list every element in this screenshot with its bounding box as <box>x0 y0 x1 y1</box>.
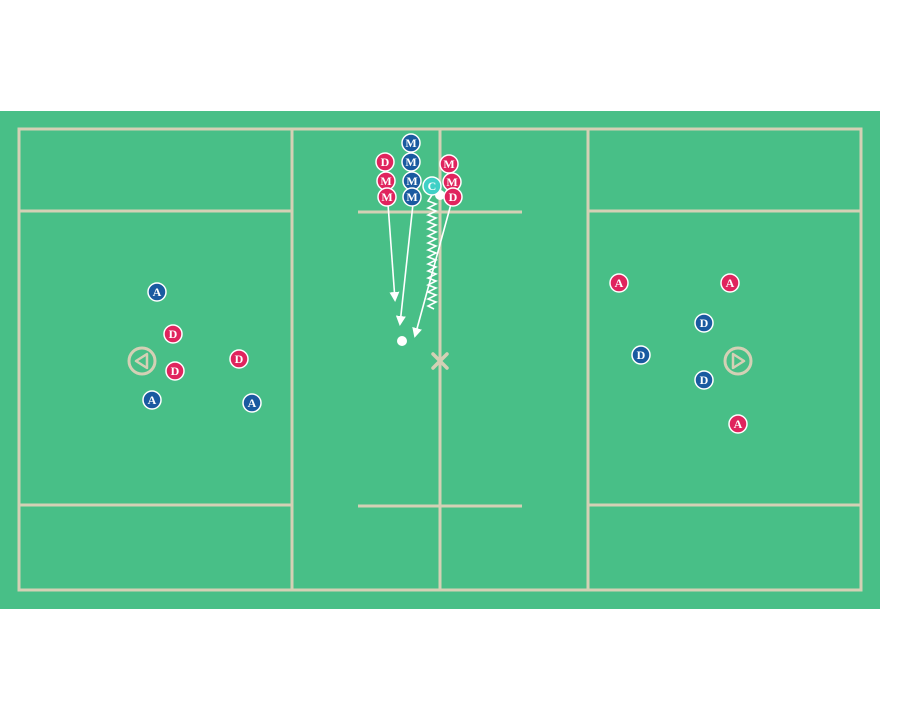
player-circle <box>631 345 651 365</box>
player-marker-red: M <box>442 172 462 192</box>
player-marker-red: A <box>609 273 629 293</box>
player-marker-blue: A <box>147 282 167 302</box>
player-marker-blue: A <box>142 390 162 410</box>
player-letter: A <box>726 276 735 290</box>
player-marker-blue: D <box>631 345 651 365</box>
player-circle <box>142 390 162 410</box>
player-circle <box>147 282 167 302</box>
player-marker-red: A <box>728 414 748 434</box>
player-letter: M <box>406 174 417 188</box>
goal-triangle-left-icon <box>127 346 157 376</box>
player-circle <box>163 324 183 344</box>
player-circle <box>720 273 740 293</box>
goal-triangle-right-icon <box>723 346 753 376</box>
player-marker-blue: M <box>401 152 421 172</box>
player-letter: M <box>381 190 392 204</box>
player-letter: M <box>443 157 454 171</box>
player-letter: C <box>428 179 437 193</box>
player-marker-blue: M <box>402 187 422 207</box>
player-marker-blue: D <box>694 313 714 333</box>
field-lines <box>17 127 863 592</box>
player-letter: A <box>153 285 162 299</box>
player-letter: M <box>405 155 416 169</box>
player-circle <box>694 313 714 333</box>
player-marker-red: A <box>720 273 740 293</box>
player-marker-blue: A <box>242 393 262 413</box>
player-marker-red: D <box>229 349 249 369</box>
player-letter: A <box>734 417 743 431</box>
player-circle <box>375 152 395 172</box>
player-marker-red: M <box>439 154 459 174</box>
player-marker-red: M <box>377 187 397 207</box>
movement-arrows <box>387 194 452 338</box>
arrow-path <box>395 203 414 326</box>
player-letter: D <box>381 155 390 169</box>
player-letter: D <box>235 352 244 366</box>
dodge-path <box>426 194 438 310</box>
player-marker-blue: D <box>694 370 714 390</box>
player-marker-center: C <box>422 176 442 196</box>
player-circle <box>401 152 421 172</box>
player-letter: A <box>148 393 157 407</box>
x-mark-icon <box>431 352 449 370</box>
player-circle <box>377 187 397 207</box>
player-circle <box>242 393 262 413</box>
player-marker-red: D <box>163 324 183 344</box>
player-marker-blue: M <box>401 133 421 153</box>
player-marker-red: D <box>165 361 185 381</box>
player-letter: A <box>248 396 257 410</box>
player-letter: D <box>700 373 709 387</box>
player-marker-red: D <box>443 187 463 207</box>
player-circle <box>443 187 463 207</box>
player-letter: M <box>405 136 416 150</box>
player-letter: D <box>637 348 646 362</box>
player-marker-red: M <box>376 171 396 191</box>
player-circle <box>694 370 714 390</box>
player-marker-red: D <box>375 152 395 172</box>
player-circle <box>609 273 629 293</box>
player-letter: A <box>615 276 624 290</box>
arrow-path <box>387 203 400 302</box>
player-letter: D <box>171 364 180 378</box>
ball-end <box>397 336 407 346</box>
player-circle <box>422 176 442 196</box>
player-letter: D <box>700 316 709 330</box>
player-circle <box>402 187 422 207</box>
player-circle <box>165 361 185 381</box>
player-letter: M <box>446 175 457 189</box>
player-circle <box>401 133 421 153</box>
player-letter: D <box>169 327 178 341</box>
player-letter: D <box>449 190 458 204</box>
player-letter: M <box>380 174 391 188</box>
player-circle <box>229 349 249 369</box>
arrow-path <box>412 203 452 338</box>
player-letter: M <box>406 190 417 204</box>
player-circle <box>728 414 748 434</box>
